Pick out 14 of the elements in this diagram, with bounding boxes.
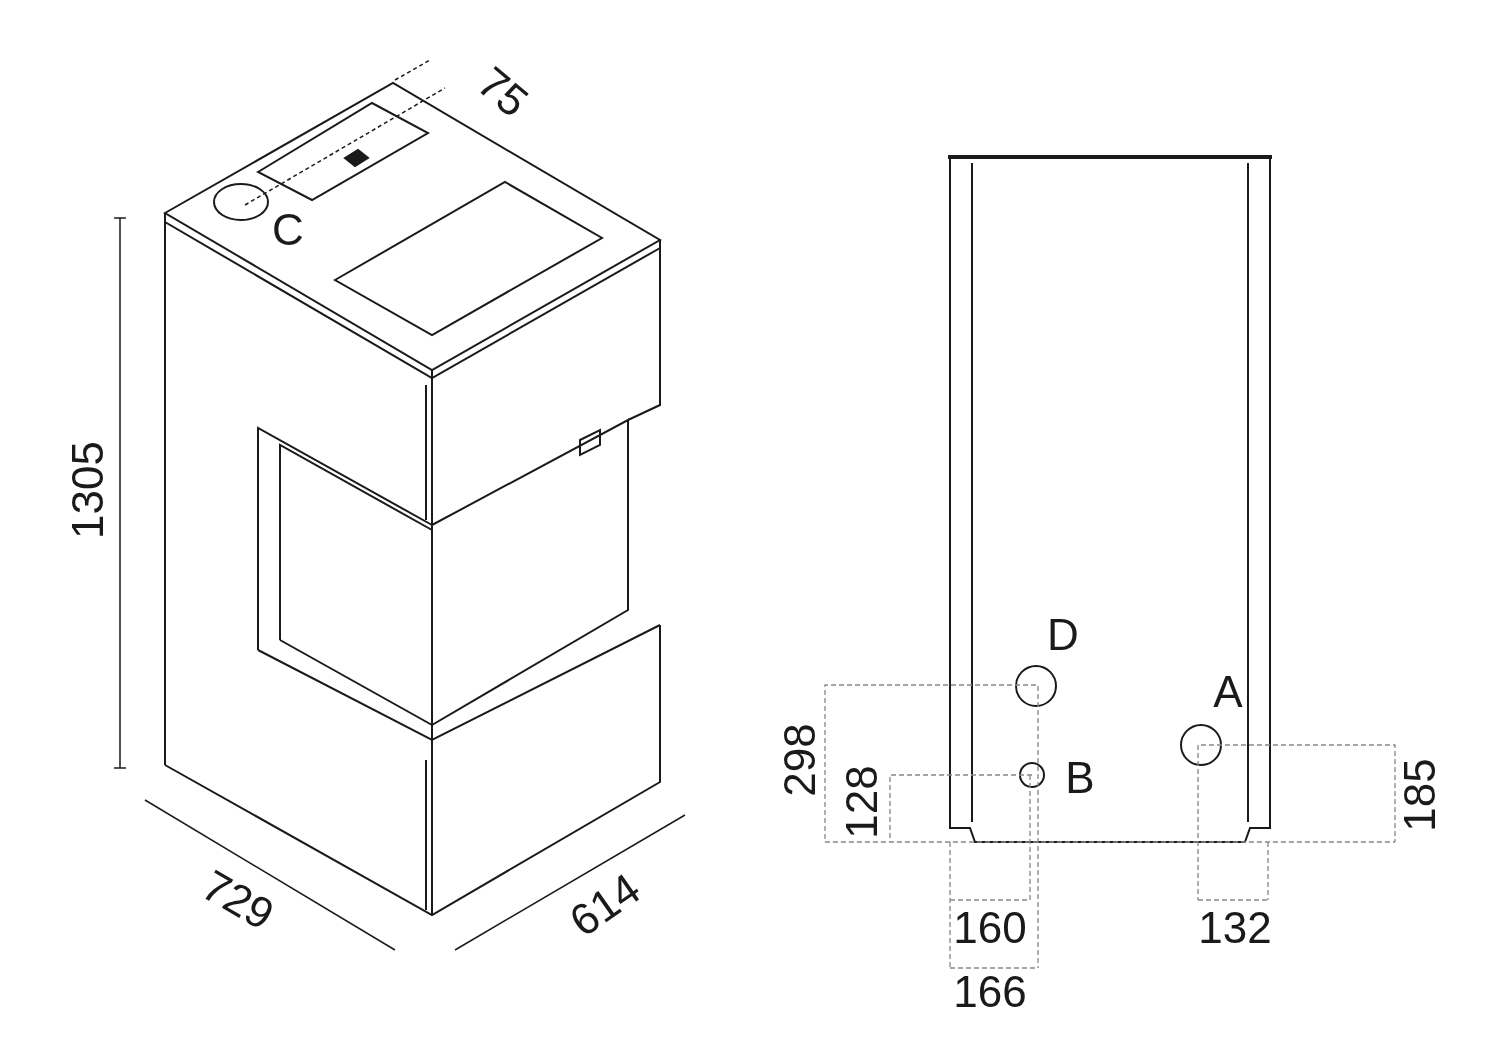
- callout-letter: B: [1065, 756, 1095, 800]
- dimension-label: 132: [1198, 906, 1272, 950]
- dimension-label: 160: [953, 906, 1027, 950]
- dimension-label: 729: [195, 862, 281, 938]
- callout-letter: D: [1047, 613, 1079, 657]
- callout-letter: C: [272, 208, 304, 252]
- dimension-label: 298: [778, 723, 822, 797]
- dimension-label: 185: [1398, 758, 1442, 832]
- dimension-label: 128: [840, 765, 884, 839]
- callout-letter: A: [1213, 670, 1243, 714]
- dimension-label: 614: [562, 865, 648, 945]
- dimension-label: 1305: [66, 441, 110, 539]
- dimension-label: 166: [953, 970, 1027, 1014]
- dimension-label: 75: [470, 59, 536, 125]
